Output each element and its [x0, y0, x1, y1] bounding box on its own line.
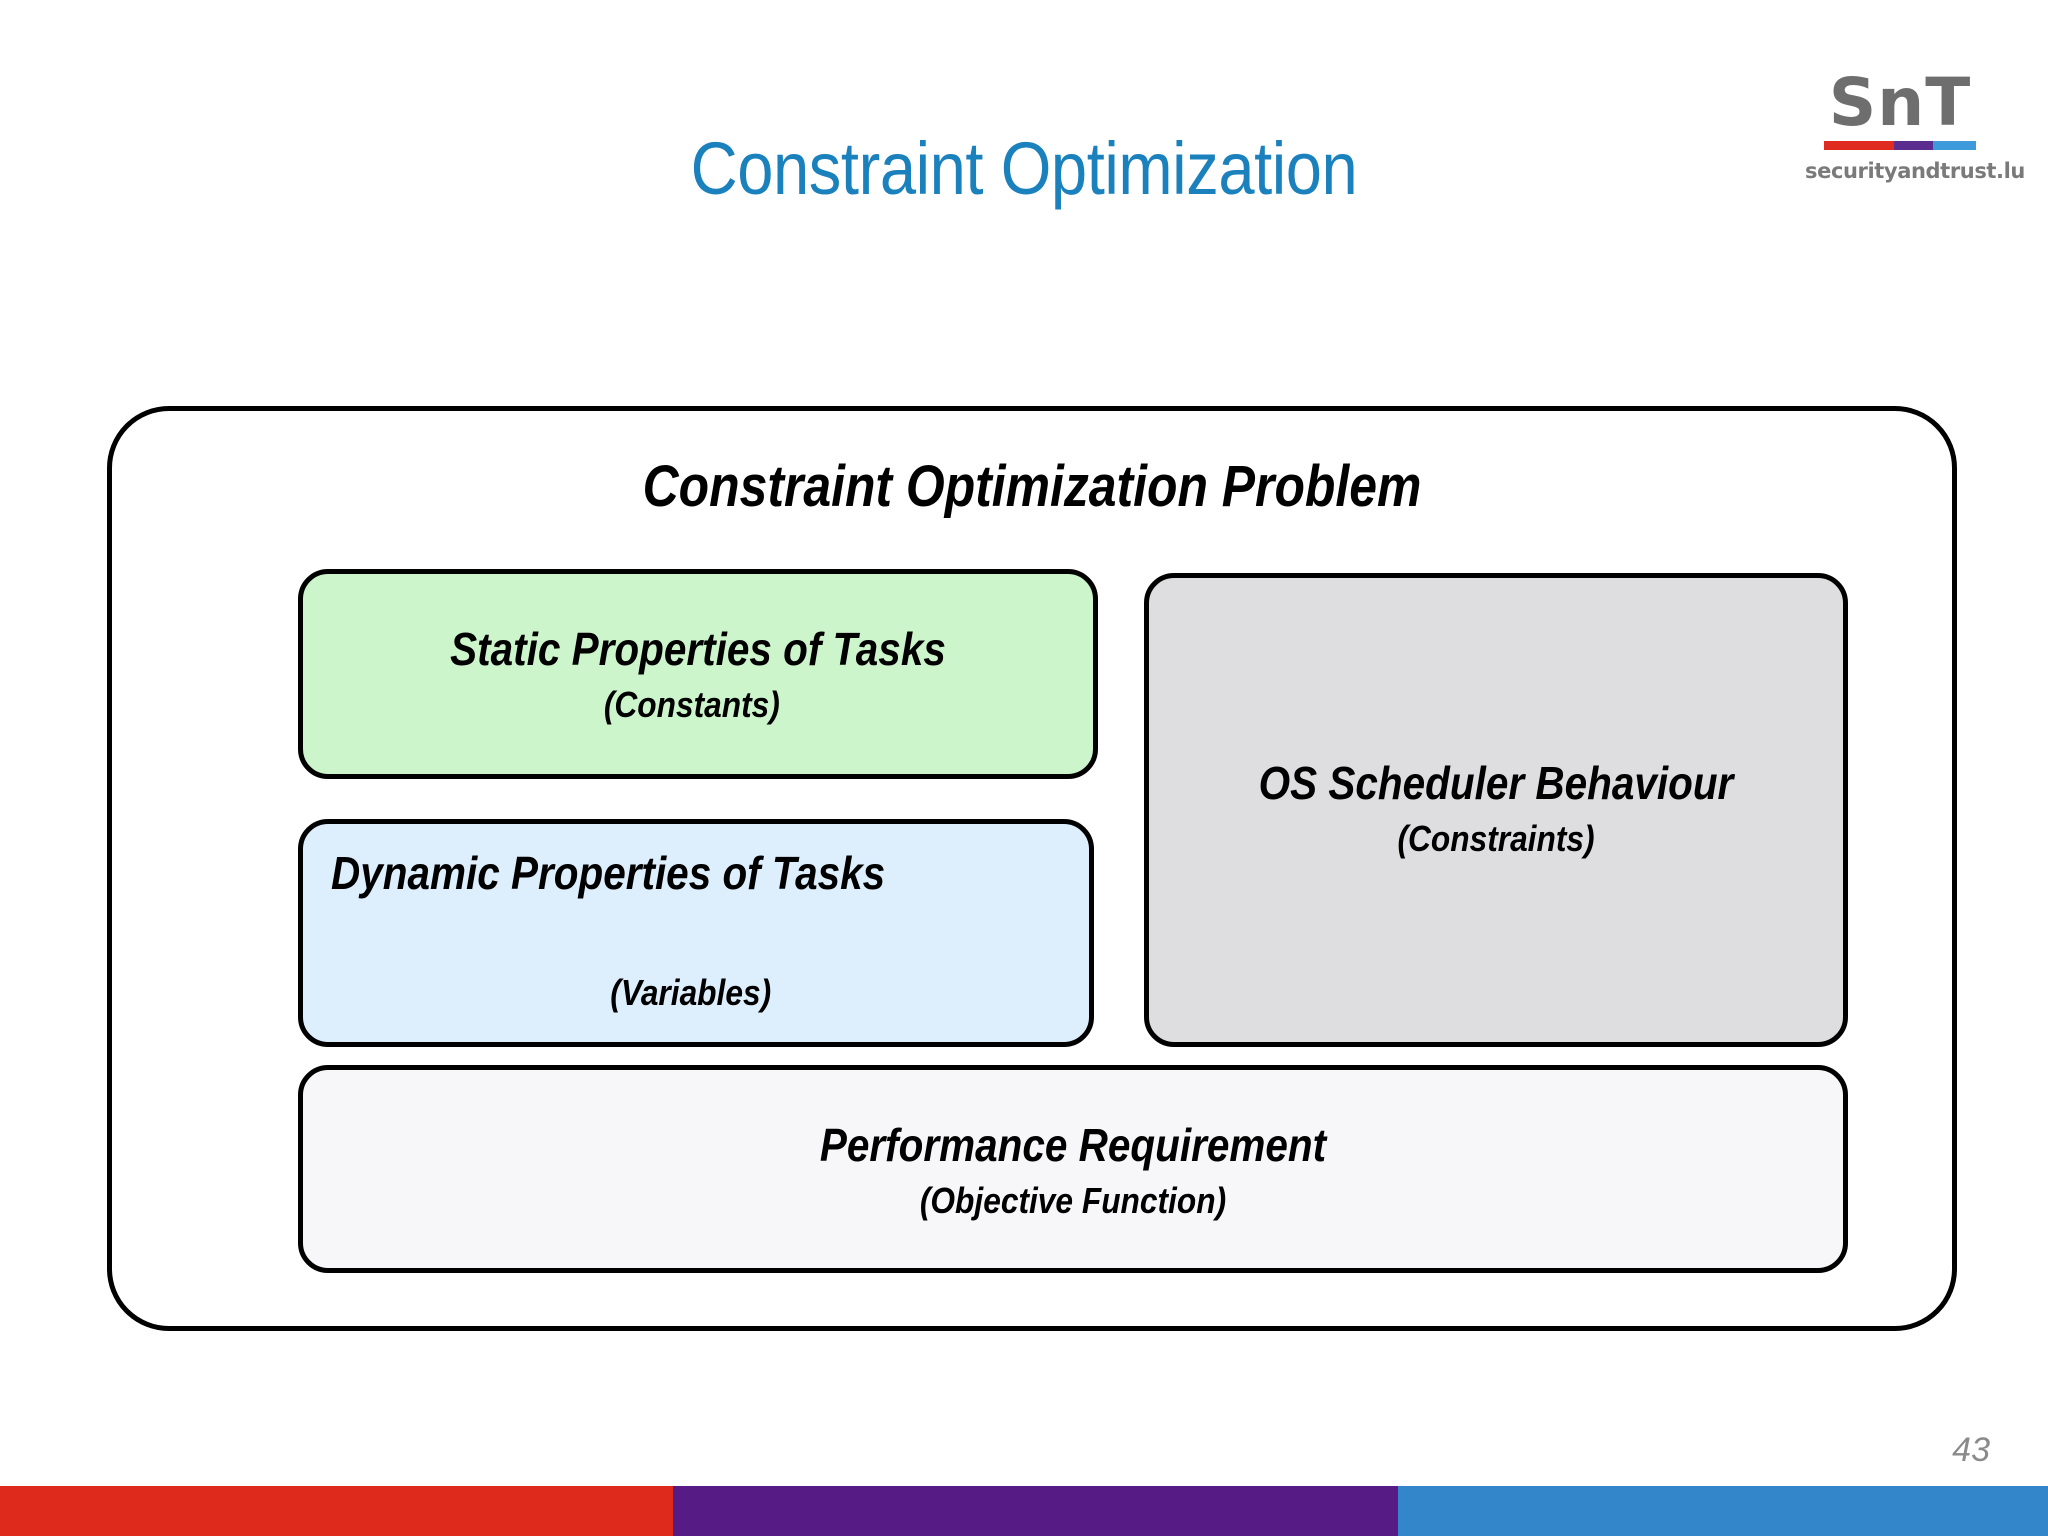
box-dynamic-properties: Dynamic Properties of Tasks (Variables)	[298, 819, 1094, 1047]
constraint-optimization-problem-container: Constraint Optimization Problem Static P…	[107, 406, 1957, 1331]
snt-bar-red	[1824, 140, 1894, 150]
snt-color-bar	[1824, 140, 1976, 150]
page-title: Constraint Optimization	[690, 127, 1358, 210]
page-number: 43	[1952, 1431, 1990, 1469]
snt-wordmark: SnT	[1828, 64, 1972, 141]
box-static-properties-title: Static Properties of Tasks	[450, 623, 946, 675]
box-performance-requirement: Performance Requirement (Objective Funct…	[298, 1065, 1848, 1273]
footer-segment-purple	[673, 1486, 1398, 1536]
box-dynamic-properties-title: Dynamic Properties of Tasks	[331, 847, 886, 899]
snt-tagline: securityandtrust.lu	[1805, 158, 2025, 183]
box-performance-requirement-subtitle: (Objective Function)	[919, 1180, 1227, 1221]
box-dynamic-properties-subtitle: (Variables)	[610, 972, 772, 1013]
box-os-scheduler-subtitle: (Constraints)	[1397, 818, 1595, 859]
snt-bar-purple	[1893, 140, 1934, 150]
box-os-scheduler-title: OS Scheduler Behaviour	[1258, 757, 1734, 809]
footer-segment-blue	[1398, 1486, 2048, 1536]
snt-bar-blue	[1933, 140, 1976, 150]
snt-logo: SnT securityandtrust.lu	[1805, 64, 2025, 202]
box-performance-requirement-title: Performance Requirement	[819, 1119, 1327, 1171]
footer-color-bar	[0, 1486, 2048, 1536]
box-static-properties: Static Properties of Tasks (Constants)	[298, 569, 1098, 779]
container-heading: Constraint Optimization Problem	[642, 454, 1422, 519]
box-static-properties-subtitle: (Constants)	[603, 684, 780, 725]
box-os-scheduler: OS Scheduler Behaviour (Constraints)	[1144, 573, 1848, 1047]
footer-segment-red	[0, 1486, 673, 1536]
